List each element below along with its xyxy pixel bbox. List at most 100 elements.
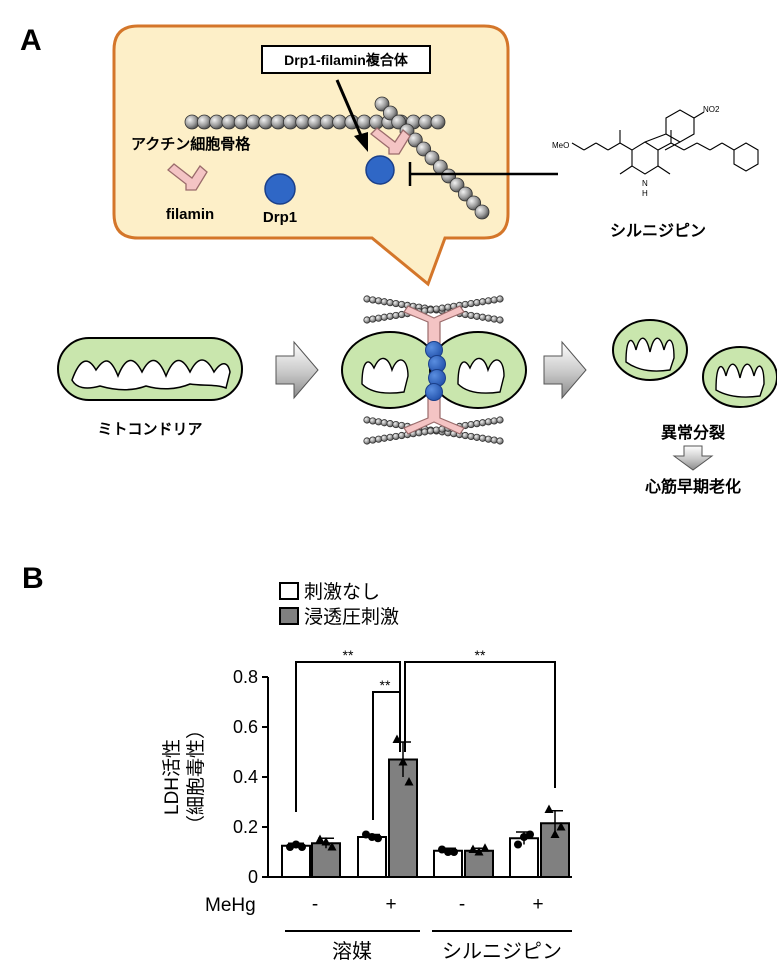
- actin-bead: [369, 315, 377, 323]
- actin-bead: [369, 417, 377, 425]
- mitochondrion-fragment-1: [612, 319, 688, 381]
- complex-label-box: [261, 45, 431, 74]
- actin-bead: [386, 299, 394, 307]
- actin-bead: [363, 437, 371, 445]
- sig-brackets: [295, 661, 556, 820]
- actin-bead: [484, 418, 493, 426]
- actin-bead: [363, 316, 371, 324]
- actin-bead: [386, 312, 394, 320]
- mito-label: ミトコンドリア: [97, 421, 202, 438]
- y-tick-label: 0: [248, 867, 258, 887]
- actin-bead: [484, 314, 493, 322]
- actin-bead: [490, 315, 498, 323]
- actin-bead: [374, 435, 383, 443]
- data-point: [321, 837, 331, 846]
- actin-bead: [473, 299, 481, 307]
- data-point: [544, 804, 554, 813]
- drp1-complex-circle: [365, 155, 395, 185]
- actin-bead: [479, 298, 487, 306]
- mitochondrion-dividing: [341, 331, 527, 409]
- drug-label: シルニジピン: [610, 222, 706, 240]
- data-point: [480, 843, 490, 852]
- actin-bead: [490, 417, 498, 425]
- actin-bead: [398, 300, 406, 309]
- data-point: [327, 842, 337, 851]
- data-point: [362, 830, 370, 839]
- actin-bead: [438, 304, 446, 312]
- data-point: [526, 830, 534, 839]
- actin-bead: [392, 311, 400, 320]
- bars: [281, 734, 570, 878]
- data-point: [444, 848, 452, 856]
- data-point: [374, 834, 382, 843]
- actin-bead: [221, 114, 237, 130]
- pointer-arrow-line: [335, 79, 364, 139]
- legend-osmotic: 浸透圧刺激: [304, 606, 399, 628]
- panel-b-label: B: [22, 562, 44, 595]
- legend-unstim: 刺激なし: [304, 581, 380, 603]
- data-point: [514, 840, 522, 849]
- y-tick-label: 0.6: [233, 717, 258, 737]
- pointer-arrow-head: [354, 132, 368, 152]
- data-point: [438, 845, 446, 854]
- actin-bead: [479, 434, 487, 442]
- filamin-icon: [370, 127, 411, 155]
- actin-bead: [496, 316, 504, 324]
- data-point: [298, 843, 306, 851]
- filamin-label: filamin: [166, 206, 214, 223]
- actin-bead: [369, 296, 377, 304]
- mitochondrion-fragment-2: [702, 346, 777, 408]
- actin-bead: [386, 433, 394, 441]
- sig-label-1: **: [343, 647, 354, 663]
- actin-bead: [184, 114, 200, 130]
- meo-label: MeO: [552, 141, 569, 150]
- mehg-value-4: +: [532, 894, 543, 915]
- actin-bead: [467, 432, 475, 441]
- drp1-ring: [425, 341, 446, 401]
- y-tick-label: 0.4: [233, 767, 258, 787]
- actin-bead: [427, 427, 435, 435]
- ylabel-main: LDH活性: [161, 739, 183, 815]
- bar: [311, 842, 341, 878]
- data-point: [550, 829, 560, 838]
- actin-bead: [467, 311, 475, 320]
- mehg-label: MeHg: [205, 895, 256, 916]
- actin-bead: [386, 420, 394, 428]
- bar: [388, 758, 418, 878]
- actin-bead: [380, 313, 388, 321]
- legend-swatch-unstim: [279, 582, 299, 600]
- group-label-1: 溶媒: [332, 940, 372, 963]
- panel-a-label: A: [20, 24, 42, 57]
- actin-bead: [496, 295, 504, 303]
- data-point: [474, 847, 484, 856]
- data-point: [450, 848, 458, 856]
- fission-label: 異常分裂: [661, 423, 725, 442]
- data-point: [286, 843, 294, 851]
- actin-bead: [380, 298, 388, 306]
- actin-bead: [484, 297, 493, 305]
- mehg-value-3: -: [459, 894, 465, 915]
- actin-bead: [490, 436, 498, 444]
- actin-bead: [319, 114, 335, 130]
- actin-bead: [474, 204, 490, 220]
- aging-label: 心筋早期老化: [645, 477, 741, 496]
- drp1-legend-icon: [264, 173, 296, 205]
- actin-bead: [444, 303, 452, 311]
- data-point: [292, 840, 300, 849]
- actin-bead: [430, 114, 446, 130]
- actin-filament: [184, 96, 490, 220]
- actin-bead: [461, 300, 469, 309]
- actin-bead: [432, 305, 440, 313]
- actin-bead: [467, 299, 475, 308]
- actin-bead: [363, 295, 371, 303]
- mitochondrion-normal: [57, 337, 243, 401]
- process-arrow-1: [275, 340, 319, 400]
- bar: [281, 844, 311, 878]
- drp1-label: Drp1: [263, 209, 297, 226]
- data-point: [520, 833, 528, 841]
- no2-label: NO2: [703, 105, 720, 114]
- actin-bead: [380, 434, 388, 442]
- filamin-dividing: [403, 305, 465, 435]
- y-tick-label: 0.8: [233, 667, 258, 687]
- nh-n-label: N: [642, 179, 648, 188]
